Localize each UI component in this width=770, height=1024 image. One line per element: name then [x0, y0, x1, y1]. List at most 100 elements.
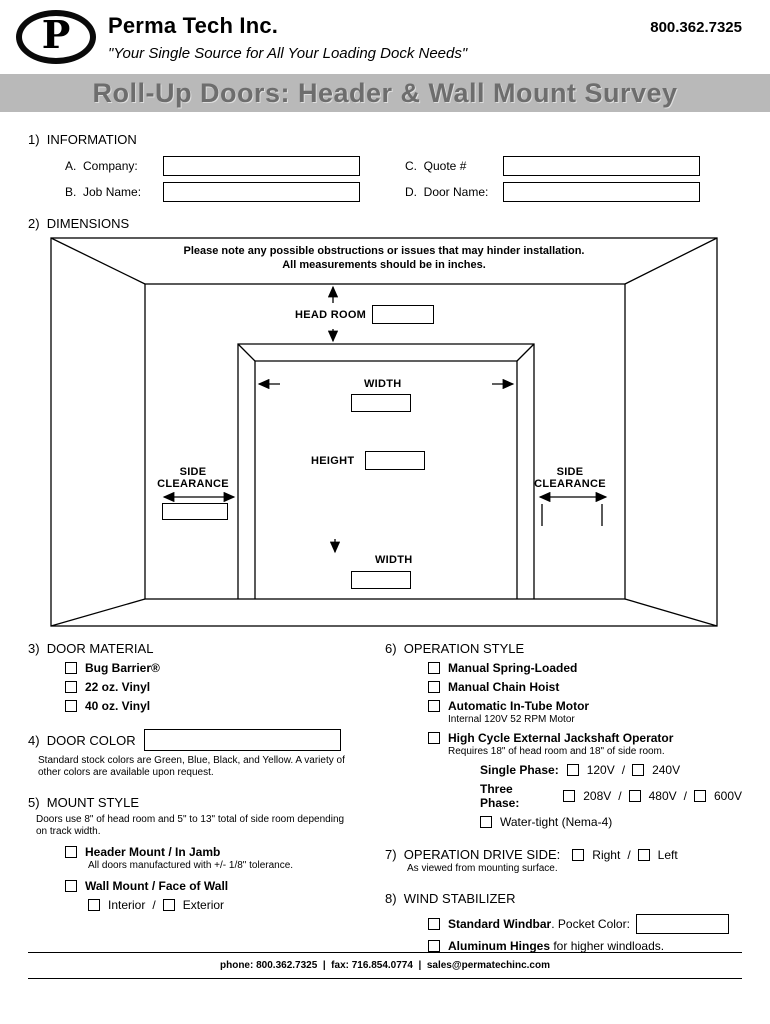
watertight-option: Water-tight (Nema-4) [480, 815, 742, 829]
side-clearance-left-line2: CLEARANCE [157, 478, 229, 490]
wall-mount-option: Wall Mount / Face of Wall [65, 879, 385, 893]
section-dimensions: 2) DIMENSIONS [0, 202, 770, 627]
width-top-input[interactable] [351, 394, 411, 412]
width-bottom-label: WIDTH [375, 554, 413, 566]
in-tube-motor-checkbox[interactable] [428, 700, 440, 712]
watertight-label: Water-tight (Nema-4) [500, 815, 613, 829]
wall-mount-label: Wall Mount / Face of Wall [85, 879, 229, 893]
information-heading: 1) INFORMATION [28, 132, 137, 147]
exterior-label: Exterior [182, 898, 225, 912]
three-phase-208v-checkbox[interactable] [563, 790, 576, 802]
in-tube-motor-label: Automatic In-Tube Motor [448, 699, 590, 713]
section-information: 1) INFORMATION A. Company: C. Quote # B.… [0, 112, 770, 202]
job-name-input[interactable] [163, 182, 360, 202]
drive-side-row: 7) OPERATION DRIVE SIDE: Right / Left [385, 847, 742, 862]
bug-barrier-label: Bug Barrier® [85, 661, 160, 675]
interior-exterior-row: Interior / Exterior [88, 898, 385, 912]
vinyl-40oz-checkbox[interactable] [65, 700, 77, 712]
company-label: A. Company: [65, 159, 138, 173]
quote-input[interactable] [503, 156, 700, 176]
jackshaft-note: Requires 18" of head room and 18" of sid… [448, 746, 665, 757]
side-clearance-left-label: SIDE CLEARANCE [148, 466, 238, 490]
company-tagline: "Your Single Source for All Your Loading… [108, 45, 468, 62]
height-input[interactable] [365, 451, 425, 470]
bug-barrier-checkbox[interactable] [65, 662, 77, 674]
three-phase-slash2: / [683, 789, 687, 803]
three-phase-label: Three Phase: [480, 782, 520, 810]
three-phase-600v-label: 600V [713, 789, 743, 803]
single-phase-row: Single Phase: 120V / 240V [480, 763, 742, 777]
footer-contact: phone: 800.362.7325 | fax: 716.854.0774 … [28, 952, 742, 979]
in-tube-motor-option: Automatic In-Tube Motor [428, 699, 742, 713]
door-name-field-row: D. Door Name: [385, 182, 742, 202]
side-clearance-left-input[interactable] [162, 503, 228, 520]
drive-left-checkbox[interactable] [637, 848, 650, 861]
interior-label: Interior [108, 898, 146, 912]
drive-side-slash: / [627, 847, 631, 862]
single-phase-240v-checkbox[interactable] [632, 764, 645, 776]
manual-chain-option: Manual Chain Hoist [428, 680, 742, 694]
information-fields: A. Company: C. Quote # B. Job Name: D. D… [28, 156, 742, 202]
aluminum-hinges-label: Aluminum Hinges [448, 939, 551, 953]
job-name-field-row: B. Job Name: [28, 182, 385, 202]
drive-side-note: As viewed from mounting surface. [407, 863, 558, 874]
three-phase-slash1: / [618, 789, 622, 803]
mount-style-note-line1: Doors use 8" of head room and 5" to 13" … [36, 814, 345, 825]
quote-field-row: C. Quote # [385, 156, 742, 176]
width-top-label: WIDTH [364, 378, 402, 390]
diagram-note-line1: Please note any possible obstructions or… [183, 245, 585, 257]
mount-style-note-line2: on track width. [36, 826, 101, 837]
drive-right-label: Right [592, 847, 621, 862]
header-mount-checkbox[interactable] [65, 846, 77, 858]
vinyl-22oz-checkbox[interactable] [65, 681, 77, 693]
side-clearance-right-line1: SIDE [556, 466, 584, 478]
aluminum-hinges-option: Aluminum Hinges for higher windloads. [428, 939, 742, 953]
header-mount-label: Header Mount / In Jamb [85, 845, 221, 859]
three-phase-480v-checkbox[interactable] [628, 790, 641, 802]
single-phase-120v-label: 120V [586, 763, 615, 777]
drive-side-heading: 7) OPERATION DRIVE SIDE: [385, 847, 561, 862]
three-phase-480v-label: 480V [648, 789, 677, 803]
watertight-checkbox[interactable] [480, 816, 492, 828]
company-field-row: A. Company: [28, 156, 385, 176]
dimensions-diagram: Please note any possible obstructions or… [50, 237, 718, 627]
drive-right-checkbox[interactable] [572, 848, 585, 861]
manual-spring-checkbox[interactable] [428, 662, 440, 674]
door-opening-drawing [50, 237, 718, 627]
windbar-label-rest: . Pocket Color: [551, 917, 630, 931]
aluminum-hinges-checkbox[interactable] [428, 940, 440, 952]
single-phase-240v-label: 240V [652, 763, 681, 777]
interior-checkbox[interactable] [88, 899, 100, 911]
door-material-heading: 3) DOOR MATERIAL [28, 641, 154, 656]
interior-exterior-slash: / [152, 898, 156, 912]
company-input[interactable] [163, 156, 360, 176]
width-bottom-input[interactable] [351, 571, 411, 589]
door-color-note-line1: Standard stock colors are Green, Blue, B… [38, 755, 345, 766]
right-column: 6) OPERATION STYLE Manual Spring-Loaded … [385, 641, 742, 953]
windbar-checkbox[interactable] [428, 918, 440, 930]
page-title: Roll-Up Doors: Header & Wall Mount Surve… [92, 77, 678, 108]
lower-sections: 3) DOOR MATERIAL Bug Barrier® 22 oz. Vin… [0, 627, 770, 953]
wall-mount-checkbox[interactable] [65, 880, 77, 892]
pocket-color-input[interactable] [635, 914, 729, 934]
single-phase-120v-checkbox[interactable] [566, 764, 579, 776]
head-room-input[interactable] [372, 305, 434, 324]
jackshaft-option: High Cycle External Jackshaft Operator [428, 731, 742, 745]
manual-chain-checkbox[interactable] [428, 681, 440, 693]
header-phone-number: 800.362.7325 [650, 19, 742, 36]
logo-letter: P [41, 12, 71, 57]
mount-style-heading: 5) MOUNT STYLE [28, 795, 140, 810]
height-label: HEIGHT [311, 455, 355, 467]
header-mount-option: Header Mount / In Jamb [65, 845, 385, 859]
exterior-checkbox[interactable] [162, 899, 175, 911]
side-clearance-right-label: SIDE CLEARANCE [525, 466, 615, 490]
left-column: 3) DOOR MATERIAL Bug Barrier® 22 oz. Vin… [28, 641, 385, 953]
door-color-input[interactable] [143, 729, 341, 751]
door-color-row: 4) DOOR COLOR [28, 729, 385, 751]
side-clearance-right-line2: CLEARANCE [534, 478, 606, 490]
door-name-input[interactable] [503, 182, 700, 202]
jackshaft-checkbox[interactable] [428, 732, 440, 744]
quote-label: C. Quote # [405, 159, 467, 173]
jackshaft-label: High Cycle External Jackshaft Operator [448, 731, 674, 745]
three-phase-600v-checkbox[interactable] [693, 790, 706, 802]
